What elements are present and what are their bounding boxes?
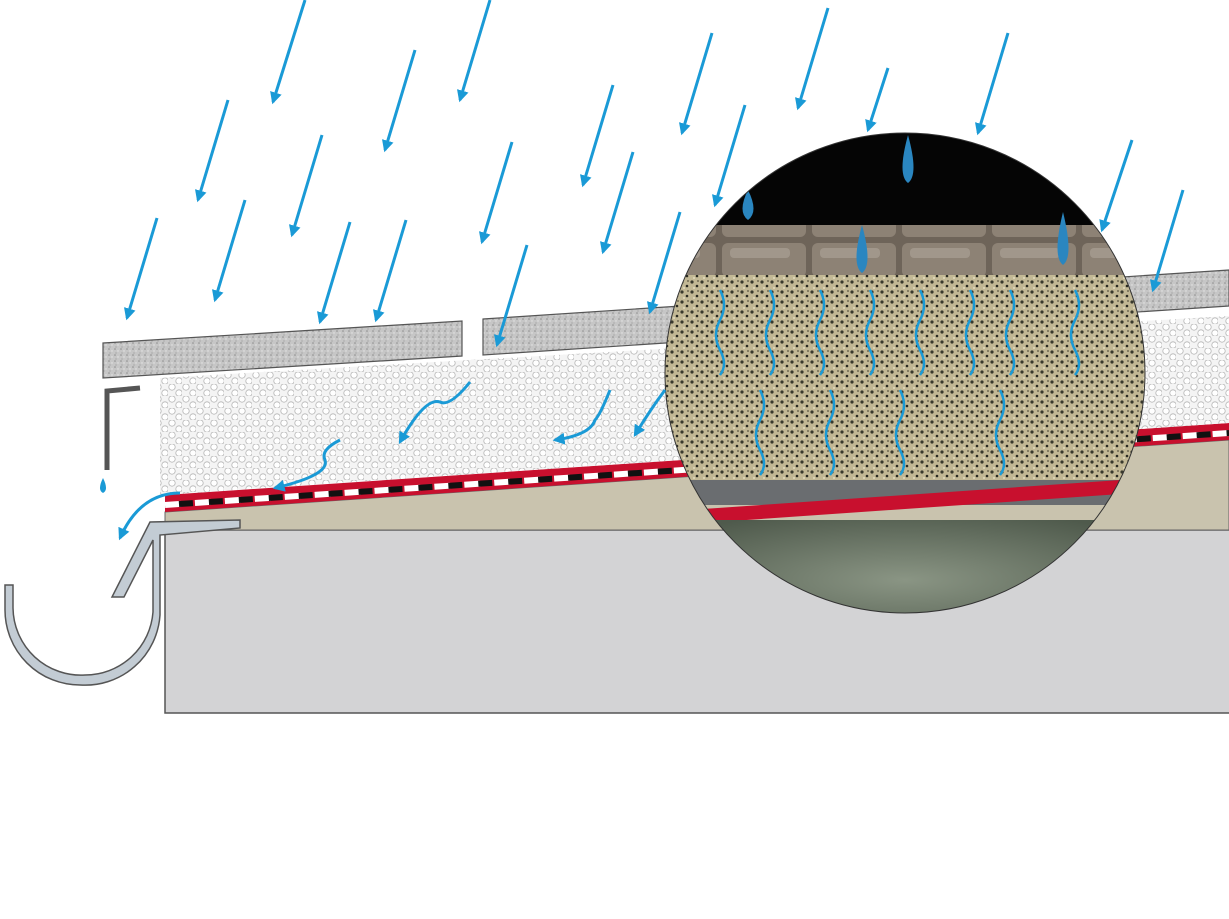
rain-arrow-icon (795, 7, 830, 111)
rain-arrow-icon (479, 141, 514, 245)
water-trickle (914, 289, 926, 376)
water-trickle (864, 289, 876, 376)
magnifier-rim (664, 132, 1146, 614)
flow-arrow-icon (398, 381, 472, 445)
rain-arrow-icon (457, 0, 492, 103)
water-drop-icon (1057, 212, 1069, 265)
rain-arrow-icon (373, 219, 408, 323)
rain-arrow-icon (679, 32, 714, 136)
drip-edge (104, 385, 141, 470)
rain-arrow-icon (1099, 139, 1134, 233)
water-drop-icon (742, 190, 754, 220)
flow-arrow-icon (552, 389, 612, 445)
water-drop-icon (100, 478, 106, 493)
flow-arrow-icon (633, 389, 667, 438)
paving-slab-left (102, 320, 463, 379)
rain-arrow-icon (212, 199, 247, 303)
flow-arrow-icon (118, 491, 181, 541)
rain-arrow-icon (270, 0, 307, 105)
water-trickle (764, 289, 776, 376)
water-trickle (714, 289, 726, 376)
water-drop-icon (902, 135, 914, 183)
rain-arrow-icon (195, 99, 230, 203)
rain-arrow-icon (494, 244, 529, 348)
water-trickle (824, 389, 836, 476)
flow-arrow-icon (272, 438, 341, 492)
concrete-slab (164, 529, 1229, 714)
rain-arrow-icon (975, 32, 1010, 136)
water-trickle (814, 289, 826, 376)
water-trickle (994, 389, 1006, 476)
water-trickle (1004, 289, 1016, 376)
rain-arrow-icon (124, 217, 159, 321)
water-trickle (754, 389, 766, 476)
gutter (4, 519, 241, 686)
water-drop-icon (856, 225, 868, 273)
rain-arrow-icon (647, 211, 682, 315)
water-trickle (964, 289, 976, 376)
rain-arrow-icon (1150, 189, 1185, 293)
water-trickle (1069, 289, 1081, 376)
water-trickle (894, 389, 906, 476)
rain-arrow-icon (317, 221, 352, 325)
rain-arrow-icon (580, 84, 615, 188)
rain-arrow-icon (382, 49, 417, 153)
rain-arrow-icon (289, 134, 324, 238)
rain-arrow-icon (865, 67, 890, 133)
rain-arrow-icon (600, 151, 635, 255)
rain-arrow-icon (712, 104, 747, 208)
